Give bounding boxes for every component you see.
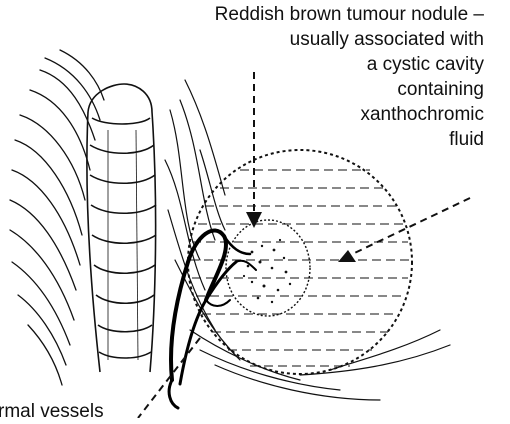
annotation-line: fluid	[144, 127, 484, 152]
annotation-line: a cystic cavity	[144, 52, 484, 77]
tumour-nodule	[226, 220, 310, 316]
arrow-heads	[246, 212, 356, 262]
tumour-annotation: Reddish brown tumour nodule – usually as…	[144, 2, 484, 152]
vessels-label: rmal vessels	[0, 399, 104, 424]
annotation-line: usually associated with	[144, 27, 484, 52]
annotation-line: xanthochromic	[144, 102, 484, 127]
brain-folia-left	[10, 50, 104, 385]
annotation-line: containing	[144, 77, 484, 102]
annotation-line: Reddish brown tumour nodule –	[144, 2, 484, 27]
